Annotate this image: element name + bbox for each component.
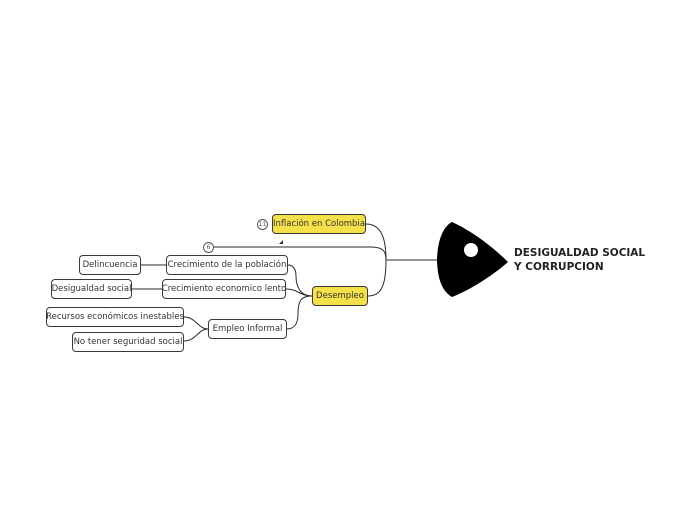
central-topic-dot bbox=[464, 243, 478, 257]
count-badge-inflacion[interactable]: 11 bbox=[257, 219, 268, 230]
collapse-arrow-icon[interactable] bbox=[279, 240, 283, 244]
connector-collapsed bbox=[214, 246, 387, 261]
connector-recursos bbox=[183, 316, 209, 330]
node-crecimiento-economico[interactable]: Crecimiento economico lento bbox=[162, 279, 286, 299]
central-title-line2: Y CORRUPCION bbox=[514, 261, 604, 273]
connector-poblacion bbox=[287, 264, 313, 297]
connector-informal bbox=[286, 295, 313, 330]
connector-inflacion bbox=[365, 223, 387, 261]
central-topic-title[interactable]: DESIGUALDAD SOCIAL Y CORRUPCION bbox=[514, 246, 645, 274]
count-badge-collapsed[interactable]: 6 bbox=[203, 242, 214, 253]
node-desigualdad-social[interactable]: Desigualdad social bbox=[51, 279, 132, 299]
connector-seguridad bbox=[183, 328, 209, 342]
node-delincuencia[interactable]: Delincuencia bbox=[79, 255, 141, 275]
central-title-line1: DESIGUALDAD SOCIAL bbox=[514, 247, 646, 259]
node-seguridad-social[interactable]: No tener seguridad social bbox=[72, 332, 184, 352]
connector-economico bbox=[285, 288, 313, 297]
node-inflacion[interactable]: Inflación en Colombia bbox=[272, 214, 366, 234]
node-crecimiento-poblacion[interactable]: Crecimiento de la población bbox=[166, 255, 288, 275]
node-desempleo[interactable]: Desempleo bbox=[312, 286, 368, 306]
node-recursos-economicos[interactable]: Recursos económicos inestables bbox=[46, 307, 184, 327]
connector-desempleo bbox=[367, 259, 387, 297]
node-empleo-informal[interactable]: Empleo Informal bbox=[208, 319, 287, 339]
central-topic-shape[interactable] bbox=[437, 222, 508, 297]
